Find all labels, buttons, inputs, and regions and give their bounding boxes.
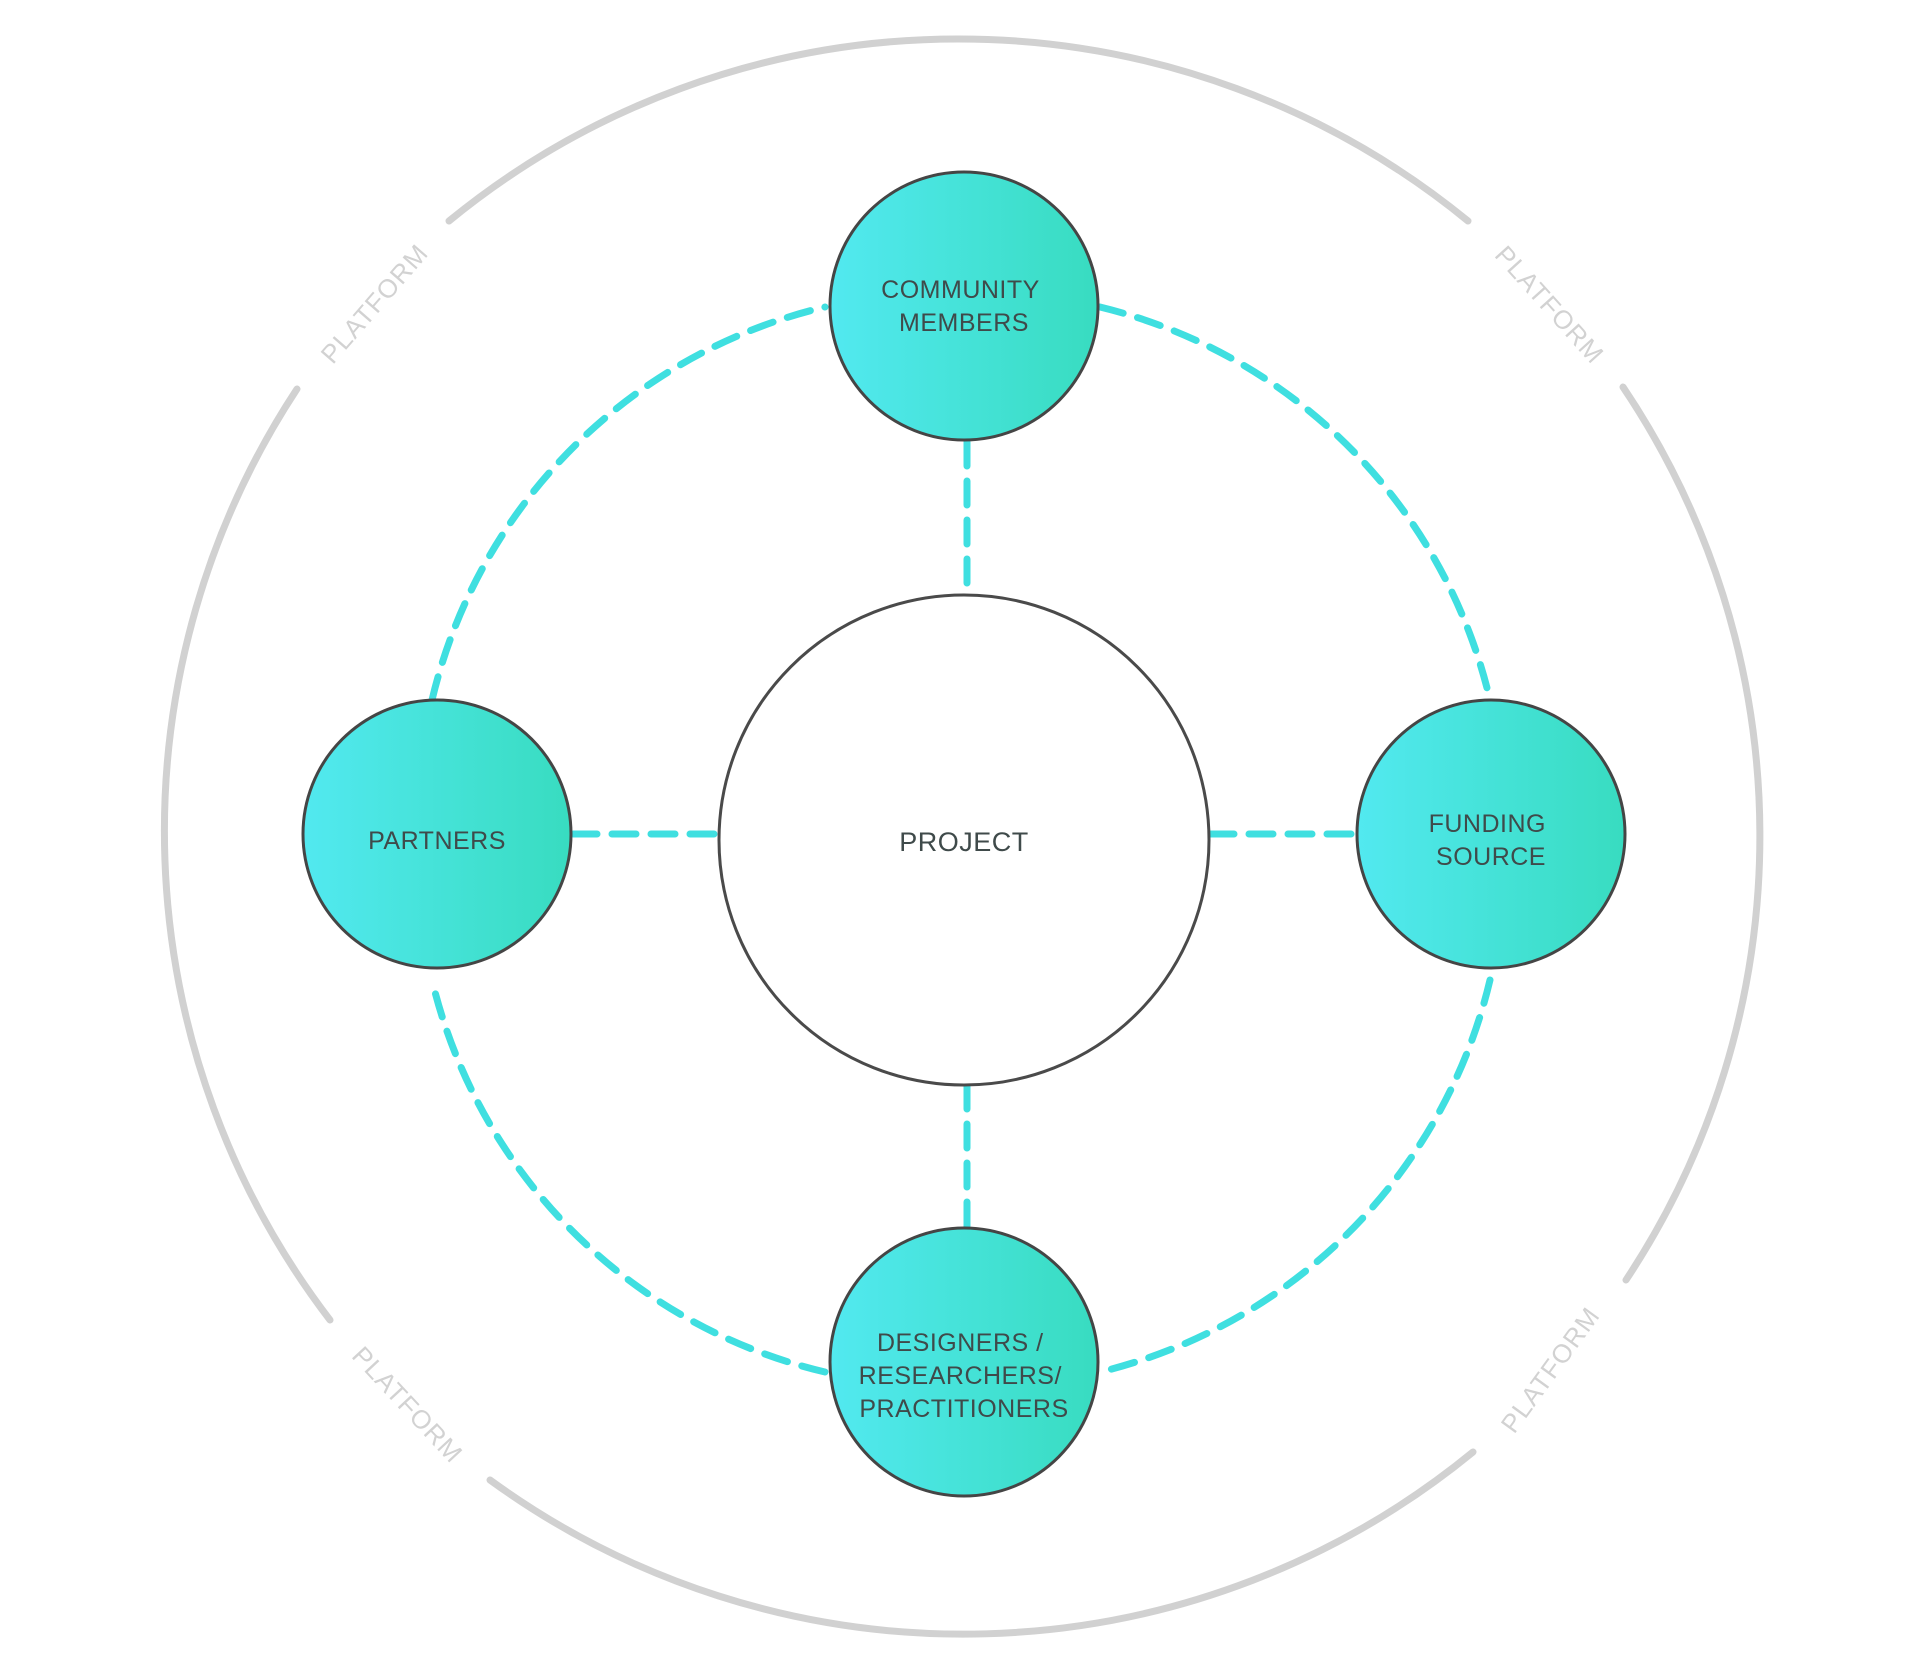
funding-source-circle xyxy=(1355,698,1627,970)
platform-label-top-right: PLATFORM xyxy=(1489,240,1610,370)
community-members-line-1: COMMUNITY xyxy=(881,276,1039,304)
designers-node: DESIGNERS / RESEARCHERS/ PRACTITIONERS xyxy=(828,1226,1100,1498)
funding-source-line-1: FUNDING xyxy=(1429,810,1546,838)
partners-node: PARTNERS xyxy=(301,698,573,970)
funding-source-node: FUNDING SOURCE xyxy=(1355,698,1627,970)
project-label: PROJECT xyxy=(899,827,1029,857)
partners-line-1: PARTNERS xyxy=(368,827,506,855)
platform-arc-top xyxy=(445,35,1472,225)
platform-label-bottom-left: PLATFORM xyxy=(346,1340,469,1468)
partners-label: PARTNERS xyxy=(368,827,506,855)
dashed-arc-bottom-left xyxy=(428,976,829,1376)
community-members-line-2: MEMBERS xyxy=(899,309,1029,337)
dashed-arc-bottom-right xyxy=(1096,976,1494,1376)
platform-arc-bottom xyxy=(486,1448,1477,1638)
dashed-arc-top-left xyxy=(428,303,829,704)
connection-ring xyxy=(428,303,1494,1376)
designers-label: DESIGNERS / RESEARCHERS/ PRACTITIONERS xyxy=(859,1329,1070,1423)
partners-circle xyxy=(301,698,573,970)
funding-source-label: FUNDING SOURCE xyxy=(1429,810,1554,871)
funding-source-line-2: SOURCE xyxy=(1436,843,1546,871)
project-node: PROJECT xyxy=(717,593,1211,1087)
connection-spokes xyxy=(569,438,1364,1231)
platform-ring xyxy=(160,35,1764,1638)
community-members-node: COMMUNITY MEMBERS xyxy=(828,170,1100,442)
project-circle xyxy=(717,593,1211,1087)
community-members-label: COMMUNITY MEMBERS xyxy=(881,276,1047,337)
platform-arc-right xyxy=(1619,383,1764,1284)
platform-label-top-left: PLATFORM xyxy=(315,238,435,369)
designers-line-2: RESEARCHERS/ xyxy=(859,1362,1062,1390)
community-members-circle xyxy=(828,170,1100,442)
platform-arc-left xyxy=(160,385,334,1324)
designers-circle xyxy=(828,1226,1100,1498)
designers-line-3: PRACTITIONERS xyxy=(859,1395,1068,1423)
designers-line-1: DESIGNERS / xyxy=(877,1329,1044,1357)
dashed-arc-top-right xyxy=(1096,303,1494,704)
platform-label-bottom-right: PLATFORM xyxy=(1495,1301,1606,1438)
